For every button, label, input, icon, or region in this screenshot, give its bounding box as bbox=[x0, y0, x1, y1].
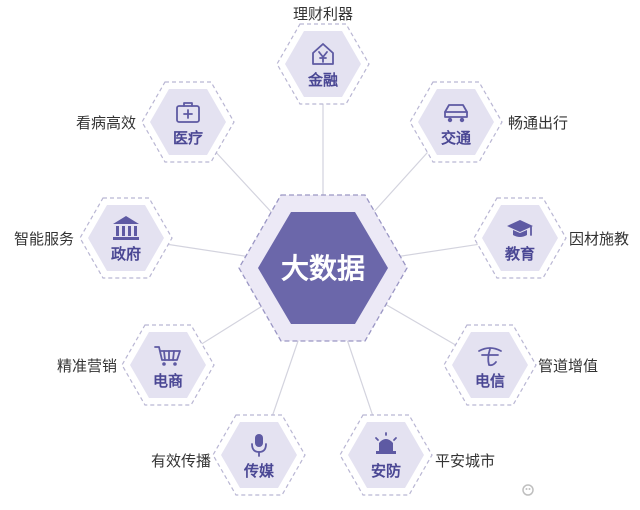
shopping-cart-icon bbox=[154, 346, 181, 366]
node-medical-label: 看病高效 bbox=[76, 114, 136, 132]
node-traffic-title: 交通 bbox=[441, 129, 471, 147]
node-medical-title: 医疗 bbox=[173, 129, 203, 147]
node-security-title: 安防 bbox=[371, 462, 401, 480]
node-media-title: 传媒 bbox=[243, 462, 275, 480]
node-security: 安防 bbox=[339, 414, 433, 496]
center-hex-fill bbox=[258, 212, 388, 324]
node-education: 教育 bbox=[473, 197, 567, 279]
node-education-fill bbox=[482, 205, 558, 271]
node-ecommerce-label: 精准营销 bbox=[57, 357, 117, 375]
telecom-logo-icon bbox=[478, 347, 502, 367]
node-telecom-title: 电信 bbox=[475, 372, 505, 390]
node-telecom-label: 管道增值 bbox=[538, 357, 598, 375]
wukong-logo-icon bbox=[519, 481, 537, 499]
car-icon bbox=[444, 104, 468, 123]
node-security-label: 平安城市 bbox=[435, 452, 495, 470]
microphone-icon bbox=[251, 434, 267, 457]
watermark-text: 悟空问答 bbox=[541, 483, 593, 499]
node-finance-label: 理财利器 bbox=[293, 5, 353, 23]
node-media: 传媒 bbox=[212, 414, 306, 496]
node-education-label: 因材施教 bbox=[569, 230, 629, 248]
center-hex: 大数据 bbox=[238, 194, 408, 342]
node-ecommerce: 电商 bbox=[121, 324, 215, 406]
node-education-title: 教育 bbox=[504, 245, 535, 263]
graduation-cap-icon bbox=[507, 220, 533, 237]
center-title: 大数据 bbox=[281, 252, 365, 285]
node-finance: 金融 bbox=[276, 23, 370, 105]
node-media-label: 有效传播 bbox=[151, 452, 211, 470]
medical-kit-icon bbox=[176, 102, 200, 123]
node-government-title: 政府 bbox=[111, 245, 141, 263]
yuan-house-icon bbox=[312, 43, 334, 65]
node-government: 政府 bbox=[79, 197, 173, 279]
node-traffic: 交通 bbox=[409, 81, 503, 163]
node-security-fill bbox=[348, 422, 424, 488]
node-traffic-fill bbox=[418, 89, 494, 155]
node-medical: 医疗 bbox=[141, 81, 235, 163]
node-ecommerce-title: 电商 bbox=[153, 372, 183, 390]
alarm-light-icon bbox=[375, 432, 397, 454]
node-ecommerce-fill bbox=[130, 332, 206, 398]
node-traffic-label: 畅通出行 bbox=[508, 114, 568, 132]
node-finance-title: 金融 bbox=[307, 71, 338, 89]
government-building-icon bbox=[113, 216, 139, 240]
node-telecom: 电信 bbox=[443, 324, 537, 406]
watermark: 悟空问答 bbox=[519, 481, 593, 499]
node-government-label: 智能服务 bbox=[14, 230, 74, 248]
